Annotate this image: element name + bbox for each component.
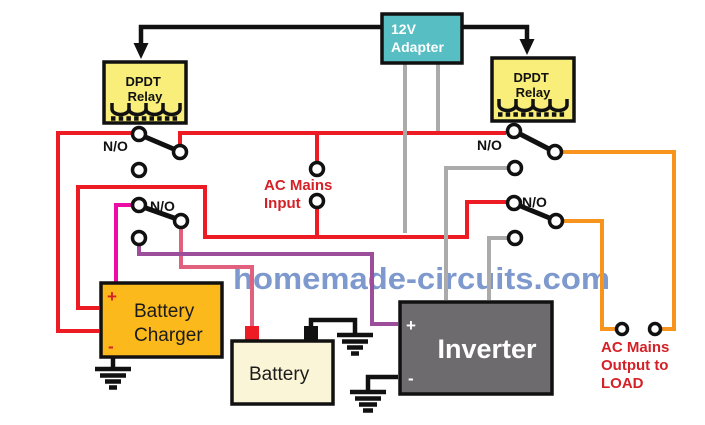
ac-output-label-1: AC Mains — [601, 339, 669, 356]
adapter-label-1: 12V — [391, 21, 417, 37]
relay-left-contacts — [130, 125, 190, 247]
no-contact-terminal — [546, 143, 564, 161]
pole-terminal — [130, 125, 148, 143]
battery: Battery — [230, 326, 335, 406]
battery-positive-terminal — [245, 326, 259, 342]
wire-charger-plus-to-pole — [114, 203, 133, 285]
ac-input-terminal — [308, 160, 326, 178]
wire-mains-line-top — [178, 131, 506, 146]
no-contact-terminal — [547, 212, 565, 230]
charger-plus-label: + — [107, 287, 117, 306]
battery-charger: + - Battery Charger — [99, 281, 224, 359]
watermark-text: homemade-circuits.com — [233, 261, 610, 296]
ac-output-label-2: Output to — [601, 357, 668, 374]
no-contact-terminal — [172, 212, 190, 230]
wire-output-line-2 — [563, 219, 615, 331]
no-label: N/O — [477, 137, 502, 153]
battery-box — [230, 339, 335, 406]
ground-symbol — [337, 332, 373, 356]
switch-arm — [140, 133, 179, 153]
no-label: N/O — [103, 138, 128, 154]
switch-arm — [515, 202, 555, 222]
no-label: N/O — [522, 194, 547, 210]
adapter-label-2: Adapter — [391, 39, 444, 55]
charger-label-2: Charger — [134, 325, 203, 346]
relay-left: DPDT Relay — [102, 60, 188, 125]
arrow-down-icon — [133, 43, 149, 59]
adapter-box — [380, 12, 464, 65]
inverter-minus-label: - — [408, 369, 414, 388]
ac-input-label-2: Input — [264, 195, 301, 212]
inverter-plus-label: + — [406, 316, 416, 335]
relay-right-label-1: DPDT — [513, 70, 548, 85]
pole-terminal — [505, 122, 523, 140]
battery-label: Battery — [249, 364, 310, 385]
wire-inverter-minus-to-ground — [365, 374, 398, 390]
ac-output-label-3: LOAD — [601, 375, 644, 392]
relay-right: DPDT Relay — [490, 56, 576, 123]
charger-minus-label: - — [108, 337, 114, 356]
switch-arm — [515, 130, 554, 153]
wire-adapter-to-right-relay — [462, 24, 530, 40]
wire-adapter-to-left-relay — [138, 24, 382, 44]
charger-box — [99, 281, 224, 359]
wire-nc-to-inverter-plus — [137, 245, 398, 326]
switch-arm — [140, 204, 180, 222]
wire-mains-line-bottom — [76, 185, 506, 310]
relay-right-contacts — [505, 122, 565, 247]
wire-nc2-to-inverter — [487, 236, 508, 300]
svg-text:12V Adapter: 12V Adapter — [391, 21, 444, 55]
svg-text:Battery Charger: Battery Charger — [134, 301, 203, 346]
ac-input-label: AC Mains Input — [264, 177, 337, 212]
charger-label-1: Battery — [134, 301, 195, 322]
adapter: 12V Adapter — [380, 12, 464, 65]
wire-contact-to-battery-plus — [179, 228, 254, 327]
ground-symbol — [350, 389, 386, 413]
svg-text:DPDT Relay: DPDT Relay — [513, 70, 552, 100]
relay-left-label-1: DPDT — [125, 74, 160, 89]
nc-contact-terminal — [506, 159, 524, 177]
inverter-box — [398, 300, 554, 396]
ac-output-label: AC Mains Output to LOAD — [601, 339, 674, 392]
pole-terminal — [130, 196, 148, 214]
svg-text:DPDT Relay: DPDT Relay — [125, 74, 164, 104]
nc-contact-terminal — [506, 229, 524, 247]
coil-icon — [110, 103, 182, 117]
inverter: + - Inverter — [398, 300, 554, 396]
wire-output-line-1 — [562, 150, 676, 331]
relay-left-label-2: Relay — [128, 89, 163, 104]
wire-battery-minus-to-ground — [308, 317, 358, 333]
relay-right-label-2: Relay — [516, 85, 551, 100]
ac-input-label-1: AC Mains — [264, 177, 332, 194]
no-label: N/O — [150, 198, 175, 214]
arrow-down-icon — [519, 39, 535, 55]
ac-output-terminal — [614, 321, 630, 337]
coil-icon — [497, 99, 569, 113]
ground-symbol — [95, 366, 131, 390]
battery-negative-terminal — [304, 326, 318, 342]
wire-nc1-to-inverter — [444, 166, 508, 300]
inverter-label: Inverter — [437, 334, 537, 364]
ac-output-terminal — [647, 321, 663, 337]
wire-mains-pole1-to-charger — [56, 131, 133, 333]
nc-contact-terminal — [130, 161, 148, 179]
no-contact-terminal — [171, 143, 189, 161]
ac-input-terminal — [308, 192, 326, 210]
nc-contact-terminal — [130, 229, 148, 247]
pole-terminal — [505, 194, 523, 212]
